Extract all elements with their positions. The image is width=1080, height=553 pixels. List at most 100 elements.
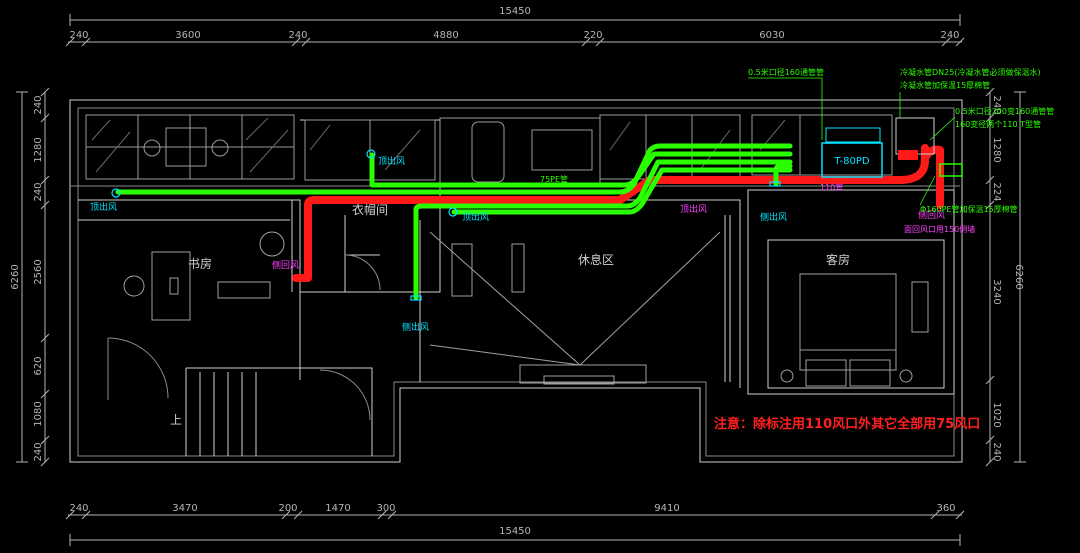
unit-model: T-80PD xyxy=(833,156,870,167)
dim-left-4: 2560 xyxy=(33,259,44,284)
vent-icon-cloak xyxy=(366,149,376,159)
dimension-tick xyxy=(40,87,50,97)
label-top-out-study: 顶出风 xyxy=(90,201,117,213)
vent-icon-side-1 xyxy=(410,295,422,301)
dimension-tick xyxy=(985,375,995,385)
dim-bot-7: 360 xyxy=(936,503,955,514)
dimensions xyxy=(16,14,1026,546)
dim-bot-1: 240 xyxy=(69,503,88,514)
dimension-tick xyxy=(985,113,995,123)
dim-left-6: 1080 xyxy=(33,401,44,426)
dim-top-6: 6030 xyxy=(759,30,784,41)
dim-bot-3: 200 xyxy=(278,503,297,514)
dim-right-1: 240 xyxy=(991,95,1002,114)
dimension-text: 15450 240 3600 240 4880 220 6030 240 240… xyxy=(10,6,1024,537)
dim-bot-5: 300 xyxy=(376,503,395,514)
annotation-insulation: Φ160PE管加保温15厚棉管 xyxy=(920,204,1018,214)
dimension-tick xyxy=(985,200,995,210)
dim-bot-2: 3470 xyxy=(172,503,197,514)
annotation-200-160: 0.5米口径200变160通管管 xyxy=(955,106,1054,116)
dim-top-5: 220 xyxy=(583,30,602,41)
dim-right-3: 224 xyxy=(991,182,1002,201)
dimension-tick xyxy=(930,510,940,520)
dimension-tick xyxy=(40,175,50,185)
dim-right-2: 1280 xyxy=(991,137,1002,162)
label-side-out-lounge: 侧出风 xyxy=(402,321,429,333)
dim-top-4: 4880 xyxy=(433,30,458,41)
dimension-tick xyxy=(377,510,387,520)
dim-bot-4: 1470 xyxy=(325,503,350,514)
dimension-tick xyxy=(955,510,965,520)
return-duct xyxy=(292,144,944,282)
dimension-tick xyxy=(387,510,397,520)
dimension-tick xyxy=(81,510,91,520)
dimension-tick xyxy=(941,37,951,47)
dimension-tick xyxy=(40,113,50,123)
room-stair-up: 上 xyxy=(170,413,182,427)
dimension-tick xyxy=(40,200,50,210)
dim-right-4: 3240 xyxy=(991,279,1002,304)
dimension-tick xyxy=(595,37,605,47)
dimension-tick xyxy=(40,389,50,399)
dimension-tick xyxy=(581,37,591,47)
dimension-tick xyxy=(65,37,75,47)
room-guest: 客房 xyxy=(826,252,850,267)
dimension-tick xyxy=(40,333,50,343)
dimension-tick xyxy=(81,37,91,47)
vent-icons xyxy=(111,149,781,301)
vent-icon-study xyxy=(111,188,121,198)
room-lounge: 休息区 xyxy=(578,252,614,267)
dimension-tick xyxy=(985,457,995,467)
dimension-tick xyxy=(40,435,50,445)
walls xyxy=(69,99,963,463)
dim-bot-6: 9410 xyxy=(654,503,679,514)
dimension-tick xyxy=(65,510,75,520)
supply-duct xyxy=(115,143,793,301)
annotation-t-pipe: 160变径两个110 T型管 xyxy=(955,119,1041,129)
dim-left-2: 1280 xyxy=(33,137,44,162)
dimension-tick xyxy=(985,435,995,445)
room-cloakroom: 衣帽间 xyxy=(352,202,388,217)
label-return-note: 面回风口用150侧墙 xyxy=(904,224,975,234)
ac-unit: T-80PD xyxy=(821,117,963,178)
room-study: 书房 xyxy=(188,256,212,271)
dim-bottom-total: 15450 xyxy=(499,526,531,537)
dimension-tick xyxy=(291,37,301,47)
dim-left-7: 240 xyxy=(33,442,44,461)
design-note: 注意：除标注用110风口外其它全部用75风口 xyxy=(714,416,980,432)
dim-right-total: 6260 xyxy=(1013,264,1024,289)
annotations: 0.5米口径160通管管 冷凝水管DN25(冷凝水管必须做保温水) 冷凝水管加保… xyxy=(748,67,1054,214)
dimension-tick xyxy=(293,510,303,520)
vent-labels: 顶出风 顶出风 顶出风 顶出风 侧回风 侧出风 侧出风 侧回风 面回风口用150… xyxy=(90,155,975,333)
dimension-tick xyxy=(301,37,311,47)
dim-left-total: 6260 xyxy=(10,264,21,289)
label-pipe-110: 110管 xyxy=(820,182,843,192)
cabinets xyxy=(85,114,893,185)
annotation-leaders xyxy=(748,77,956,206)
label-side-out-right: 侧出风 xyxy=(760,211,787,223)
dim-top-2: 3600 xyxy=(175,30,200,41)
dim-top-7: 240 xyxy=(940,30,959,41)
annotation-condensate-1: 冷凝水管DN25(冷凝水管必须做保温水) xyxy=(900,67,1041,77)
label-top-out-right: 顶出风 xyxy=(680,203,707,215)
label-pipe-75: 75PE管 xyxy=(540,174,568,184)
dim-right-6: 240 xyxy=(991,442,1002,461)
dimension-tick xyxy=(955,37,965,47)
dim-left-3: 240 xyxy=(33,182,44,201)
annotation-160-pipe: 0.5米口径160通管管 xyxy=(748,67,824,77)
dimension-tick xyxy=(281,510,291,520)
label-side-return-study: 侧回风 xyxy=(272,259,299,271)
dim-right-5: 1020 xyxy=(991,402,1002,427)
furniture xyxy=(123,231,929,387)
dim-top-total: 15450 xyxy=(499,6,531,17)
dimension-tick xyxy=(40,457,50,467)
label-side-return-right: 侧回风 xyxy=(918,209,945,221)
dimension-tick xyxy=(985,175,995,185)
annotation-condensate-2: 冷凝水管加保温15厚棉管 xyxy=(900,80,990,90)
vent-icon-lounge xyxy=(448,207,458,217)
dim-left-1: 240 xyxy=(33,95,44,114)
vent-icon-side-2 xyxy=(769,181,781,187)
dim-left-5: 620 xyxy=(33,356,44,375)
room-labels: 书房 衣帽间 休息区 客房 上 xyxy=(170,202,850,427)
